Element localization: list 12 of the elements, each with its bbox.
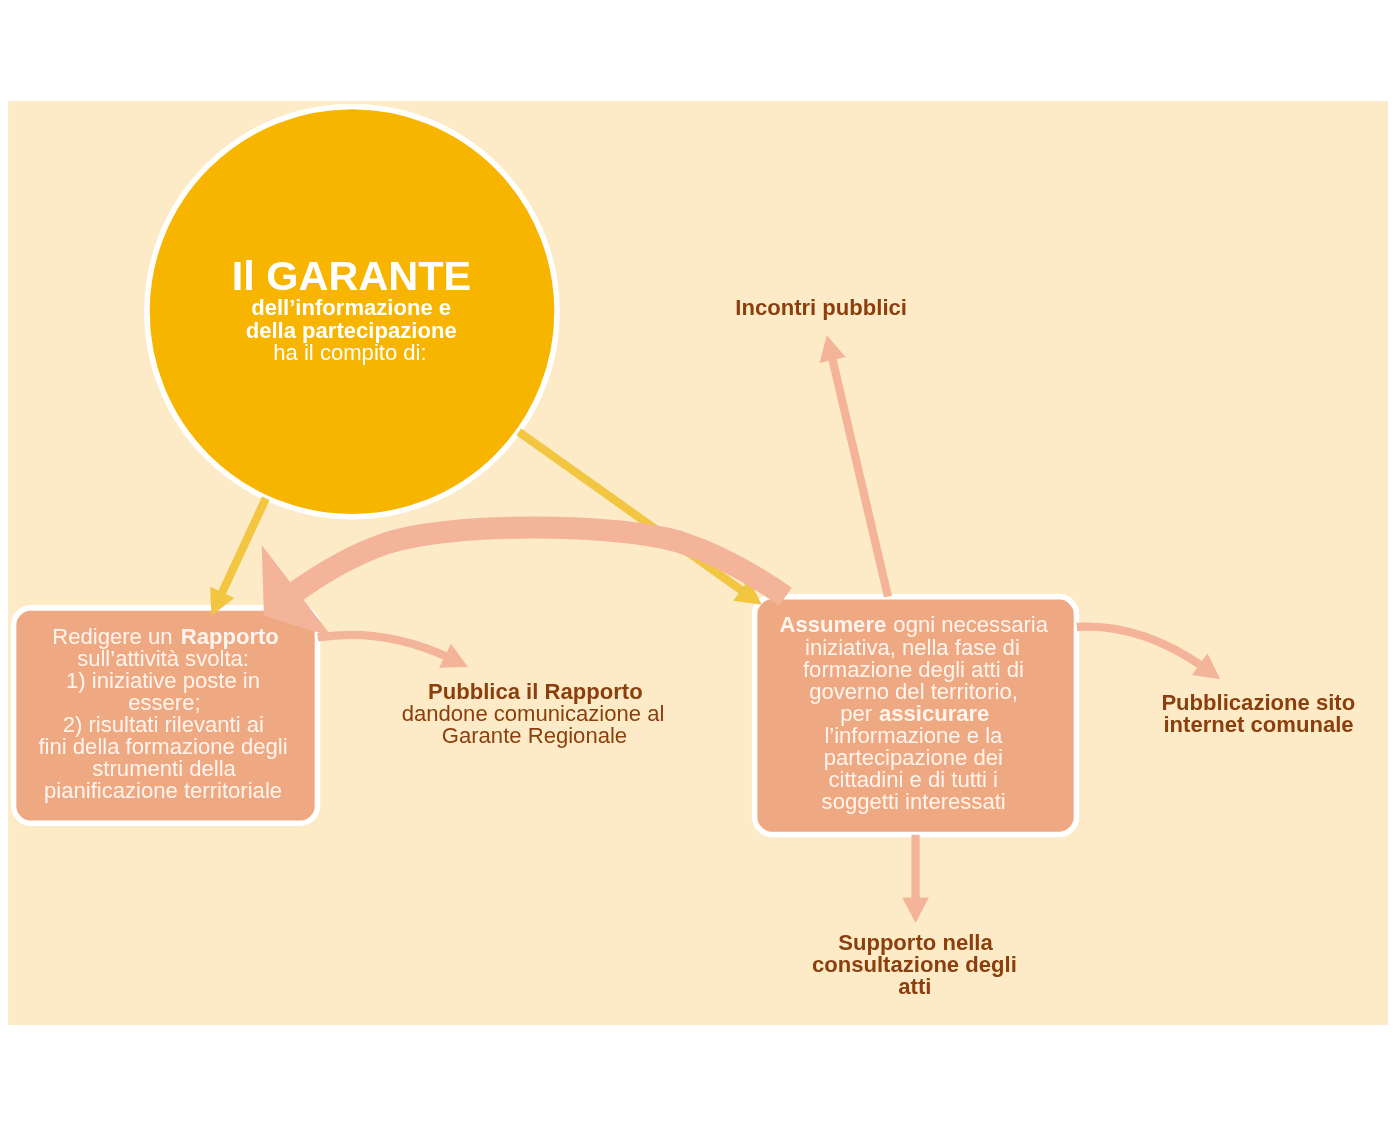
node-box: Redigere un Rapporto sull’attività svolta: 1) iniziative poste in essere; 2) risultati rilevanti ai fini della formazione degli strumenti della pianificazione territoriale bbox=[10, 605, 321, 827]
arrow bbox=[902, 834, 929, 923]
node-text: Incontri pubblici bbox=[735, 295, 908, 321]
node-text: Pubblica il Rapporto dandone comunicazione al Garante Regionale bbox=[401, 678, 665, 748]
node-box: Assumere ogni necessaria iniziativa, nella fase di formazione degli atti di governo del territorio, per assicurare l’informazione e la partecipazione dei cittadini e di tutti i soggetti interessati bbox=[751, 594, 1080, 838]
arrow bbox=[210, 496, 270, 616]
arrow bbox=[317, 630, 468, 668]
arrow bbox=[819, 335, 893, 598]
node-circle: Il GARANTE dell’informazione e della partecipazione ha il compito di: bbox=[144, 103, 560, 520]
node-text: Supporto nella consultazione degli atti bbox=[811, 930, 1017, 1000]
arrow bbox=[1076, 622, 1221, 680]
node-text: Pubblicazione sito internet comunale bbox=[1161, 689, 1356, 737]
